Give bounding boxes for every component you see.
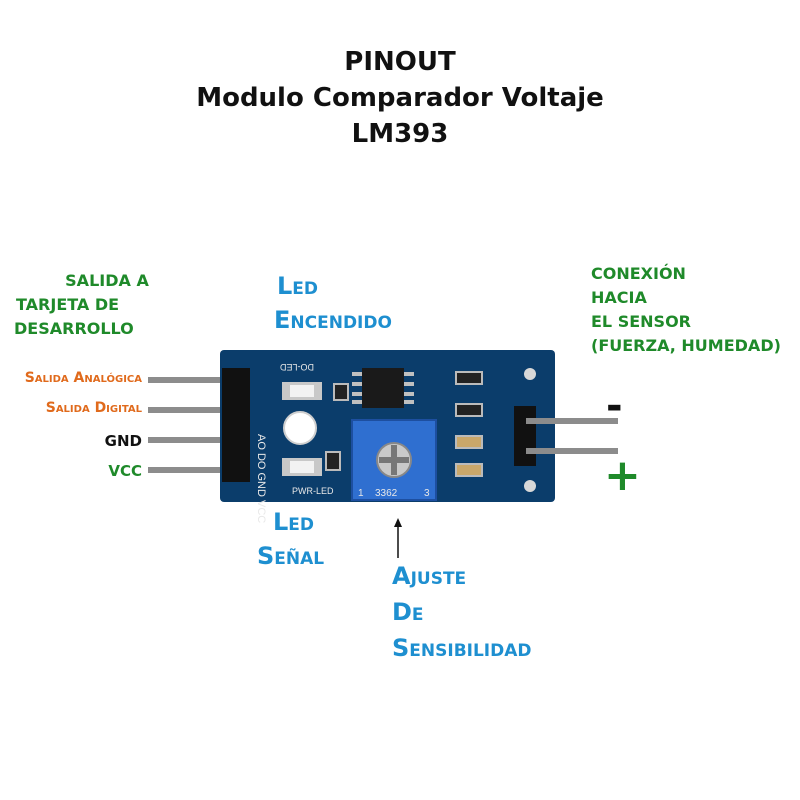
header-pins-left (148, 377, 230, 473)
left-header-line2: TARJETA DE (16, 295, 120, 314)
pin-label-gnd: GND (104, 432, 142, 450)
sensitivity-label-2: De (392, 598, 424, 626)
led-on-label-1: Led (277, 272, 319, 300)
silk-do-led: DO-LED (279, 362, 314, 372)
title-line-3: LM393 (351, 119, 449, 149)
sensor-conn-line4: (FUERZA, HUMEDAD) (591, 336, 781, 355)
silk-pins: AO DO GND VCC (255, 434, 267, 523)
led-signal-label-2: Señal (257, 542, 325, 570)
title-line-1: PINOUT (344, 47, 456, 77)
polarity-minus: - (606, 383, 623, 429)
sensitivity-label-3: Sensibilidad (392, 634, 532, 662)
polarity-plus: + (604, 450, 641, 501)
right-header (514, 406, 536, 466)
pin-label-analog: Salida Analógica (24, 370, 142, 386)
sensor-conn-line1: CONEXIÓN (591, 264, 686, 283)
silk-pwr-led: PWR-LED (292, 486, 334, 496)
left-header (222, 368, 250, 482)
pot-marking: 3362 (375, 488, 398, 499)
mounting-hole (283, 411, 317, 445)
svg-text:1: 1 (358, 488, 364, 499)
pin-label-digital: Salida Digital (45, 400, 142, 416)
sensitivity-label-1: Ajuste (392, 562, 467, 590)
sensor-conn-line3: EL SENSOR (591, 312, 691, 331)
svg-text:3: 3 (424, 488, 430, 499)
pin-label-vcc: VCC (108, 462, 142, 480)
title-line-2: Modulo Comparador Voltaje (196, 83, 604, 113)
led-signal-label-1: Led (273, 508, 315, 536)
led-on-label-2: Encendido (274, 306, 392, 334)
ic-chip (362, 368, 404, 408)
left-header-label: SALIDA A (65, 271, 149, 290)
left-header-line3: DESARROLLO (14, 319, 134, 338)
sensor-conn-line2: HACIA (591, 288, 647, 307)
